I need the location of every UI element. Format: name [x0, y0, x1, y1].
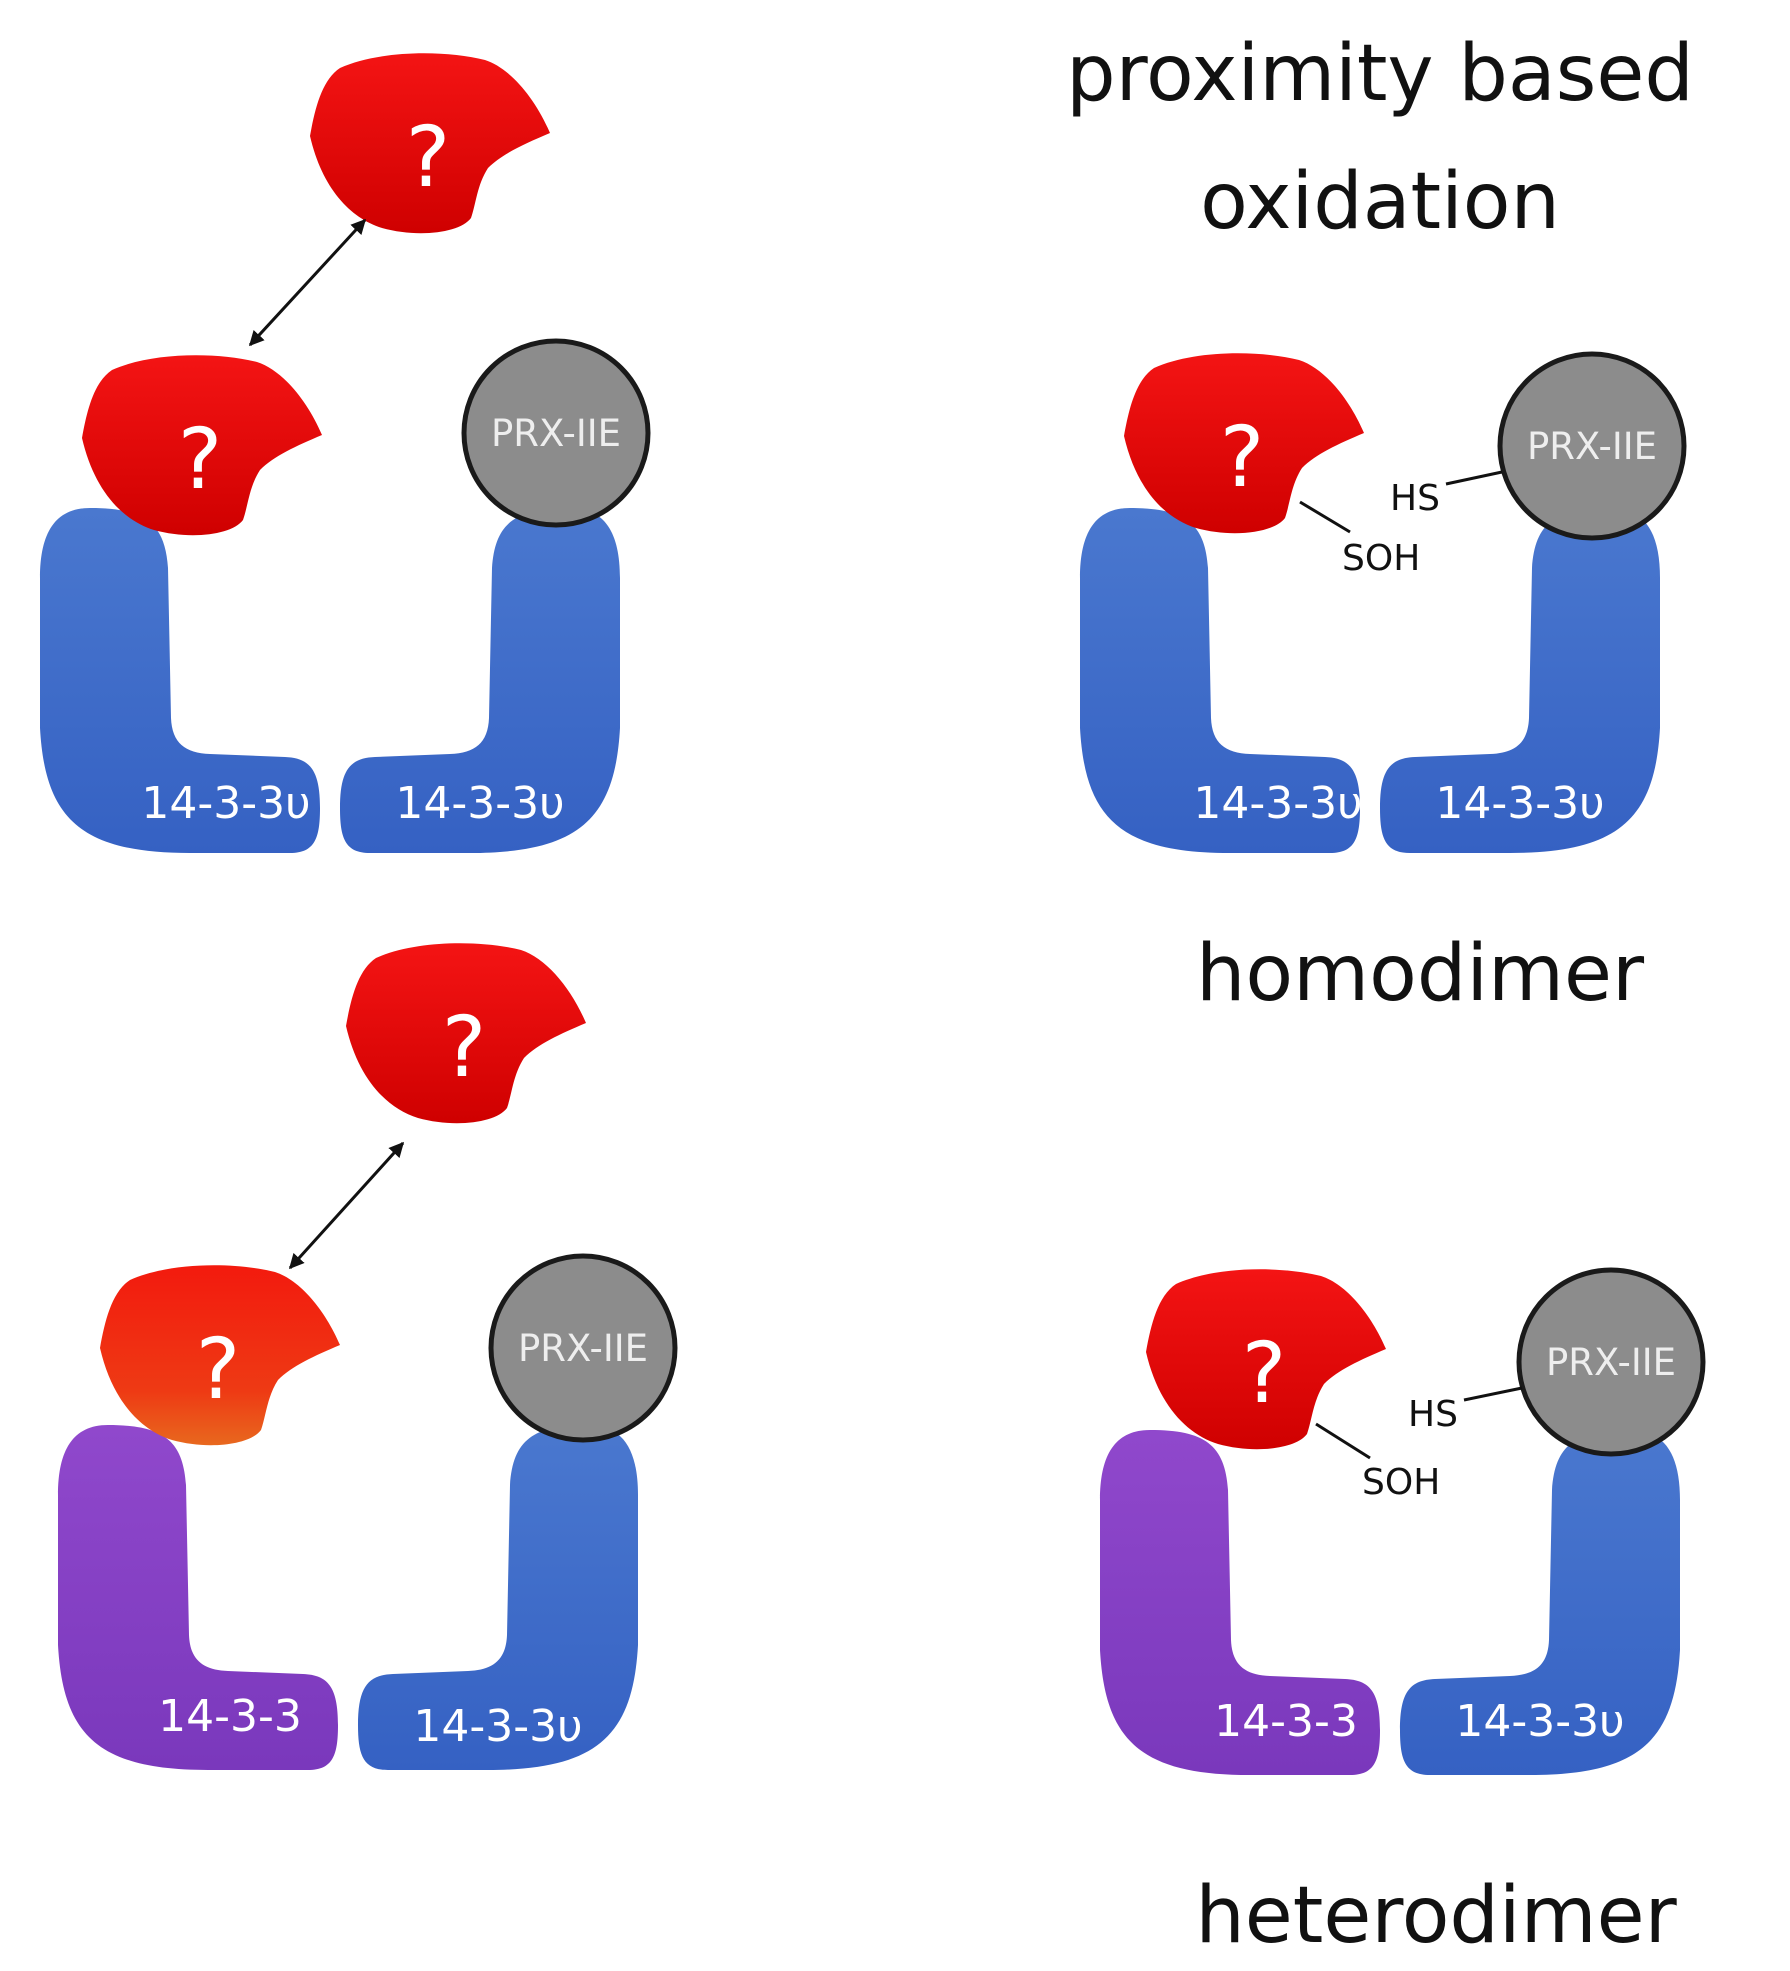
panel-homodimer-free: 14-3-3υ 14-3-3υ	[40, 508, 620, 853]
prx-label: PRX-IIE	[491, 412, 621, 455]
subunit-right-label: 14-3-3υ	[1435, 778, 1604, 829]
subunit-left-generic: 14-3-3	[1100, 1430, 1380, 1775]
subunit-left-label: 14-3-3υ	[1193, 778, 1362, 829]
question-mark: ?	[442, 998, 487, 1096]
client-protein-free-top: ?	[310, 53, 550, 234]
question-mark: ?	[1242, 1324, 1287, 1422]
sulfenic-bond	[1315, 1422, 1371, 1460]
panel-homodimer-oxidation: 14-3-3υ 14-3-3υ	[1080, 508, 1660, 853]
caption-heterodimer: heterodimer	[1195, 1871, 1677, 1961]
subunit-left-upsilon: 14-3-3υ	[1080, 508, 1363, 853]
subunit-left-generic: 14-3-3	[58, 1425, 338, 1770]
subunit-right-label: 14-3-3υ	[1455, 1696, 1624, 1747]
question-mark: ?	[196, 1320, 241, 1418]
prx-label: PRX-IIE	[518, 1327, 648, 1370]
question-mark: ?	[178, 410, 223, 508]
sulfenic-bond	[1299, 500, 1351, 534]
prx-iie-protein: PRX-IIE	[1516, 1267, 1706, 1457]
exchange-arrow	[248, 218, 367, 347]
subunit-left-label: 14-3-3	[1214, 1696, 1358, 1747]
sulfenic-label: SOH	[1342, 538, 1420, 579]
subunit-left-label: 14-3-3	[158, 1691, 302, 1742]
prx-label: PRX-IIE	[1527, 425, 1657, 468]
subunit-left-label: 14-3-3υ	[141, 778, 310, 829]
thiol-bond	[1463, 1386, 1523, 1402]
prx-iie-protein: PRX-IIE	[461, 338, 651, 528]
question-mark: ?	[1220, 408, 1265, 506]
client-protein-oxidized: ?	[1124, 353, 1364, 534]
subunit-left-upsilon: 14-3-3υ	[40, 508, 320, 853]
client-protein-free-top: ?	[346, 943, 586, 1124]
subunit-right-label: 14-3-3υ	[395, 778, 564, 829]
caption-proximity-line1: proximity based	[1066, 29, 1694, 119]
client-protein-bound: ?	[100, 1265, 340, 1446]
exchange-arrow	[288, 1141, 405, 1270]
caption-homodimer: homodimer	[1196, 929, 1645, 1019]
question-mark: ?	[406, 108, 451, 206]
thiol-label: HS	[1390, 478, 1440, 519]
prx-iie-protein: PRX-IIE	[488, 1253, 678, 1443]
panel-heterodimer-oxidation: 14-3-3 14-3-3υ	[1100, 1430, 1680, 1775]
subunit-right-upsilon: 14-3-3υ	[1400, 1430, 1680, 1775]
subunit-right-label: 14-3-3υ	[413, 1701, 582, 1752]
subunit-right-upsilon: 14-3-3υ	[358, 1425, 638, 1770]
client-protein-oxidized: ?	[1146, 1269, 1386, 1450]
caption-proximity-line2: oxidation	[1200, 157, 1560, 247]
thiol-label: HS	[1408, 1394, 1458, 1435]
panel-heterodimer-free: 14-3-3 14-3-3υ	[58, 1425, 638, 1770]
subunit-right-upsilon: 14-3-3υ	[1380, 508, 1660, 853]
thiol-bond	[1445, 470, 1503, 486]
prx-iie-protein: PRX-IIE	[1497, 351, 1687, 541]
sulfenic-label: SOH	[1362, 1462, 1440, 1503]
prx-label: PRX-IIE	[1546, 1341, 1676, 1384]
client-protein-bound: ?	[82, 355, 322, 536]
subunit-right-upsilon: 14-3-3υ	[340, 508, 620, 853]
